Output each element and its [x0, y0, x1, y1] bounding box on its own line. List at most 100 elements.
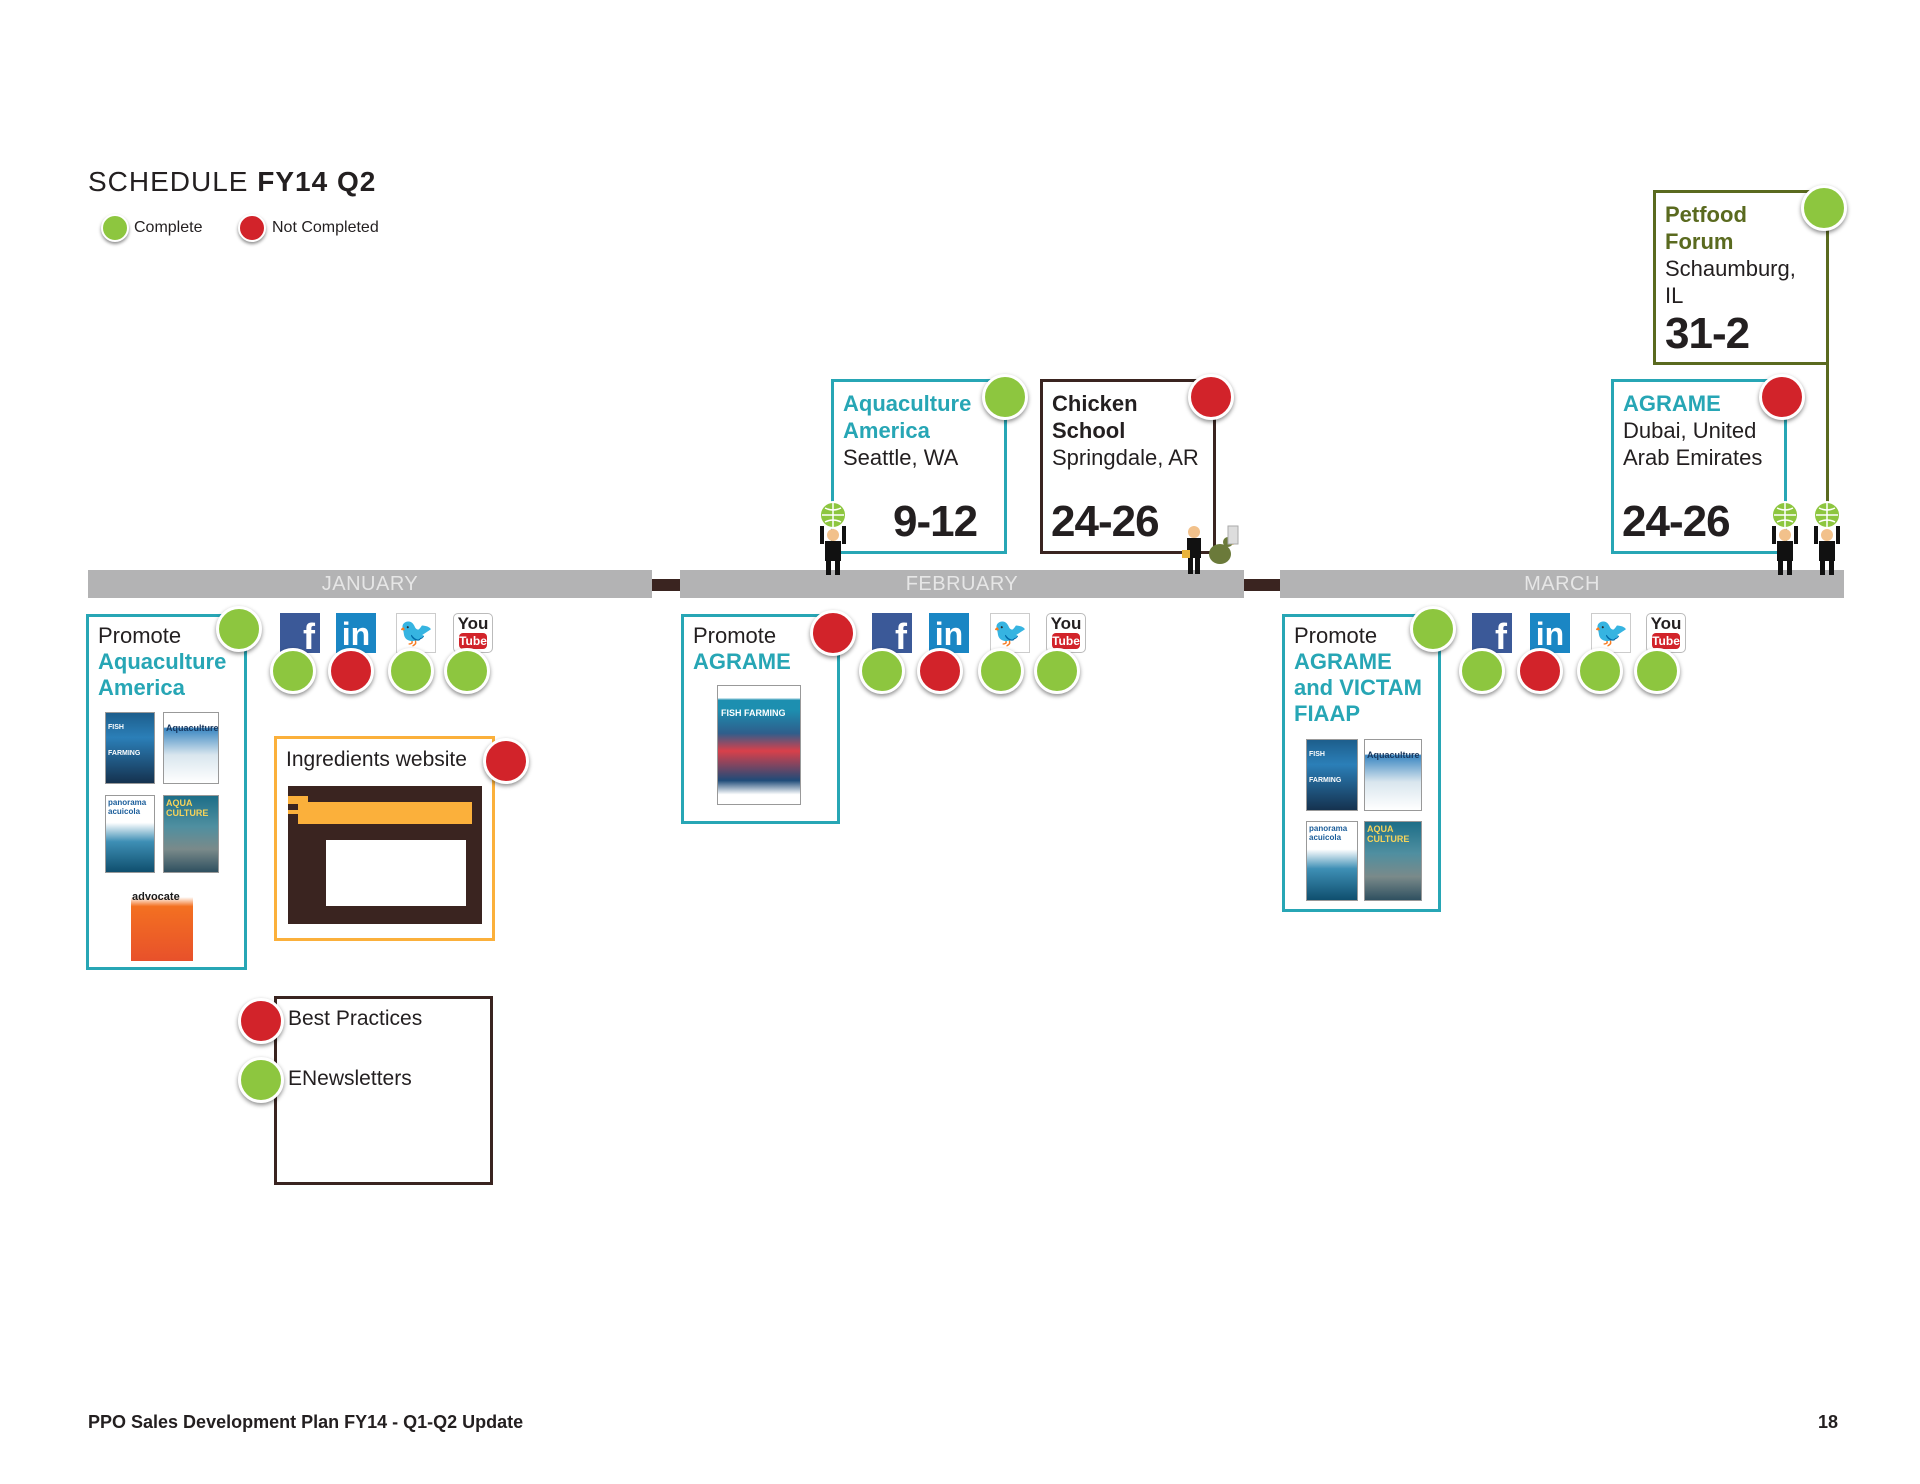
- event-name: Chicken: [1052, 391, 1138, 416]
- magazine-cover: Aquaculture: [163, 712, 219, 784]
- petfood-connector-line: [1826, 363, 1829, 513]
- timeline-connector: [652, 579, 680, 591]
- youtube-tube: Tube: [1052, 633, 1080, 649]
- magazine-cover: Aquaculture: [1364, 739, 1422, 811]
- twitter-glyph: 🐦: [398, 617, 434, 648]
- promo-target: and VICTAM: [1294, 675, 1422, 700]
- facebook-icon[interactable]: f: [872, 613, 912, 657]
- status-complete-dot: [982, 374, 1028, 420]
- event-name: Forum: [1665, 229, 1734, 254]
- ingredients-website-card[interactable]: Ingredients website: [274, 736, 495, 941]
- event-location: Seattle, WA: [843, 445, 959, 470]
- twitter-glyph: 🐦: [1593, 617, 1629, 648]
- promo-label: Promote: [98, 623, 182, 648]
- event-dates: 24-26: [1622, 497, 1731, 546]
- person-globe-icon: [1771, 501, 1799, 575]
- promo-target: FIAAP: [1294, 701, 1360, 726]
- facebook-glyph: f: [280, 613, 320, 657]
- promo-target: America: [98, 675, 185, 700]
- event-agrame[interactable]: AGRAME Dubai, United Arab Emirates: [1611, 379, 1787, 554]
- linkedin-icon[interactable]: in: [1530, 613, 1570, 653]
- status-complete-dot: [388, 648, 434, 694]
- magazine-title: AQUA CULTURE: [1367, 824, 1410, 844]
- status-complete-dot: [1634, 648, 1680, 694]
- facebook-glyph: f: [872, 613, 912, 657]
- magazine-cover: FISH FARMING: [105, 712, 155, 784]
- status-not-completed-dot: [238, 998, 284, 1044]
- status-complete-dot: [1801, 185, 1847, 231]
- page-number: 18: [1818, 1412, 1839, 1432]
- twitter-icon[interactable]: 🐦: [1591, 613, 1631, 653]
- legend-complete-label: Complete: [134, 219, 203, 236]
- magazine-cover: AQUA CULTURE: [1364, 821, 1422, 901]
- magazine-title: advocate: [132, 891, 180, 903]
- legend-not-completed-dot: [238, 214, 266, 242]
- twitter-glyph: 🐦: [992, 617, 1028, 648]
- event-dates: 31-2: [1665, 309, 1750, 358]
- enewsletters-label: ENewsletters: [288, 1067, 412, 1090]
- status-complete-dot: [1034, 648, 1080, 694]
- magazine-cover: FISH FARMING: [1306, 739, 1358, 811]
- ingredients-label: Ingredients website: [286, 748, 467, 771]
- timeline-february: FEBRUARY: [680, 570, 1244, 598]
- linkedin-glyph: in: [929, 613, 969, 653]
- promo-february[interactable]: Promote AGRAME FISH FARMING: [681, 614, 840, 824]
- title-bold: FY14 Q2: [257, 166, 377, 197]
- linkedin-glyph: in: [1530, 613, 1570, 653]
- status-not-completed-dot: [1188, 374, 1234, 420]
- magazine-title: FISH FARMING: [1309, 751, 1342, 784]
- person-globe-icon: [819, 501, 847, 575]
- twitter-icon[interactable]: 🐦: [396, 613, 436, 653]
- status-not-completed-dot: [917, 648, 963, 694]
- website-menu-bar: [288, 810, 304, 814]
- magazine-cover: AQUA CULTURE: [163, 795, 219, 873]
- event-location: Schaumburg, IL: [1665, 256, 1796, 308]
- magazine-title: panorama acuicola: [1309, 824, 1348, 842]
- status-complete-dot: [270, 648, 316, 694]
- timeline-connector: [1244, 579, 1280, 591]
- magazine-title: FISH FARMING: [721, 708, 786, 718]
- status-complete-dot: [1459, 648, 1505, 694]
- newsletters-card: Best Practices ENewsletters: [274, 996, 493, 1185]
- promo-january[interactable]: Promote Aquaculture America FISH FARMING…: [86, 614, 247, 970]
- status-not-completed-dot: [810, 610, 856, 656]
- event-dates: 24-26: [1051, 497, 1160, 546]
- status-not-completed-dot: [1517, 648, 1563, 694]
- promo-march[interactable]: Promote AGRAME and VICTAM FIAAP FISH FAR…: [1282, 614, 1441, 912]
- status-complete-dot: [216, 606, 262, 652]
- magazine-title: FISH FARMING: [108, 724, 141, 757]
- magazine-cover: FISH FARMING: [717, 685, 801, 805]
- website-content-area: [326, 840, 466, 906]
- event-name: AGRAME: [1623, 391, 1721, 416]
- event-location: Springdale, AR: [1052, 445, 1199, 470]
- website-screenshot: [288, 786, 482, 924]
- magazine-title: Aquaculture: [166, 723, 219, 733]
- facebook-icon[interactable]: f: [1472, 613, 1512, 657]
- person-globe-icon: [1813, 501, 1841, 575]
- linkedin-glyph: in: [336, 613, 376, 653]
- event-chicken-school[interactable]: Chicken School Springdale, AR: [1040, 379, 1216, 554]
- legend-complete-dot: [101, 214, 129, 242]
- magazine-title: AQUA CULTURE: [166, 798, 209, 818]
- promo-label: Promote: [693, 623, 777, 648]
- promo-target: AGRAME: [1294, 649, 1392, 674]
- event-aquaculture-america[interactable]: Aquaculture America Seattle, WA: [831, 379, 1007, 554]
- website-menu-bar: [288, 796, 308, 804]
- event-petfood-forum[interactable]: Petfood Forum Schaumburg, IL: [1653, 190, 1829, 365]
- event-name: School: [1052, 418, 1126, 443]
- linkedin-icon[interactable]: in: [336, 613, 376, 653]
- status-complete-dot: [859, 648, 905, 694]
- status-complete-dot: [1410, 606, 1456, 652]
- linkedin-icon[interactable]: in: [929, 613, 969, 653]
- facebook-icon[interactable]: f: [280, 613, 320, 657]
- website-header-bar: [298, 802, 472, 824]
- legend-not-completed-label: Not Completed: [272, 219, 379, 236]
- youtube-you: You: [1050, 614, 1082, 633]
- timeline-january: JANUARY: [88, 570, 652, 598]
- status-not-completed-dot: [328, 648, 374, 694]
- twitter-icon[interactable]: 🐦: [990, 613, 1030, 653]
- best-practices-label: Best Practices: [288, 1007, 423, 1030]
